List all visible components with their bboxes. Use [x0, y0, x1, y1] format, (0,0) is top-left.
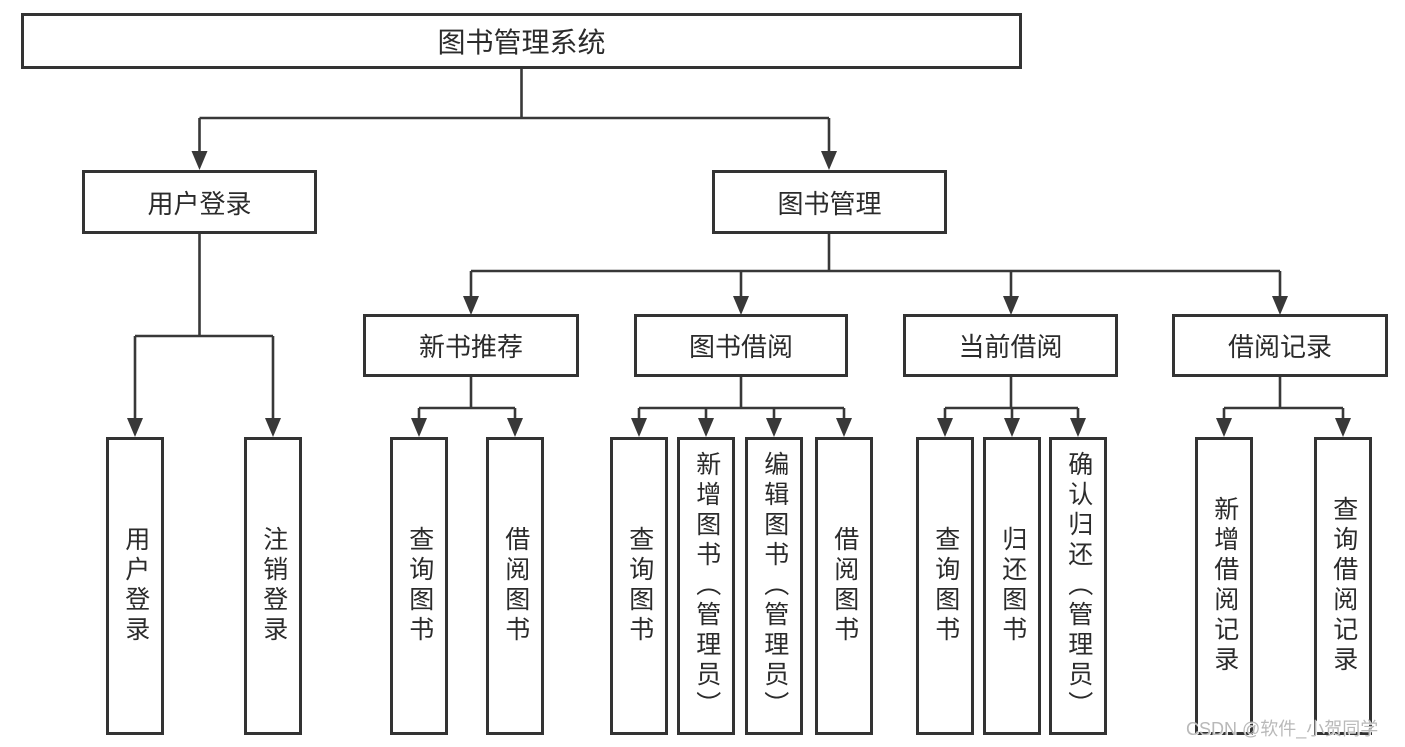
leaf-add-books-admin: 新增图书（管理员）: [677, 437, 735, 735]
leaf-user-login: 用户登录: [106, 437, 164, 735]
leaf-return-books-label: 归还图书: [998, 526, 1027, 646]
leaf-recommend-query-books-label: 查询图书: [405, 526, 434, 646]
node-root-label: 图书管理系统: [437, 27, 606, 58]
node-new-book-recommend: 新书推荐: [363, 314, 579, 377]
leaf-add-books-admin-label: 新增图书（管理员）: [692, 451, 721, 721]
node-book-borrowing: 图书借阅: [634, 314, 848, 377]
leaf-borrowing-query-books: 查询图书: [610, 437, 668, 735]
node-current-borrowing-label: 当前借阅: [958, 332, 1063, 362]
csdn-watermark: CSDN @软件_小贺同学: [1186, 719, 1379, 739]
leaf-recommend-query-books: 查询图书: [390, 437, 448, 735]
leaf-logout-label: 注销登录: [259, 526, 288, 646]
node-borrowing-records: 借阅记录: [1172, 314, 1388, 377]
node-book-management: 图书管理: [712, 170, 947, 234]
leaf-confirm-return-admin-label: 确认归还（管理员）: [1064, 451, 1093, 721]
node-new-book-recommend-label: 新书推荐: [418, 332, 523, 362]
leaf-add-borrow-record-label: 新增借阅记录: [1210, 496, 1239, 676]
leaf-current-query-books-label: 查询图书: [931, 526, 960, 646]
leaf-user-login-label: 用户登录: [121, 526, 150, 646]
leaf-logout: 注销登录: [244, 437, 302, 735]
leaf-recommend-borrow-books: 借阅图书: [486, 437, 544, 735]
node-book-management-label: 图书管理: [777, 188, 882, 219]
leaf-add-borrow-record: 新增借阅记录: [1195, 437, 1253, 735]
node-current-borrowing: 当前借阅: [903, 314, 1118, 377]
node-user-login-label: 用户登录: [147, 188, 252, 219]
leaf-query-borrow-record: 查询借阅记录: [1314, 437, 1372, 735]
leaf-borrowing-borrow-books-label: 借阅图书: [830, 526, 859, 646]
node-root-library-system: 图书管理系统: [21, 13, 1022, 69]
node-borrowing-records-label: 借阅记录: [1227, 332, 1332, 362]
leaf-confirm-return-admin: 确认归还（管理员）: [1049, 437, 1107, 735]
node-book-borrowing-label: 图书借阅: [688, 332, 793, 362]
leaf-recommend-borrow-books-label: 借阅图书: [501, 526, 530, 646]
leaf-edit-books-admin-label: 编辑图书（管理员）: [760, 451, 789, 721]
leaf-borrowing-borrow-books: 借阅图书: [815, 437, 873, 735]
node-user-login: 用户登录: [82, 170, 317, 234]
leaf-return-books: 归还图书: [983, 437, 1041, 735]
leaf-edit-books-admin: 编辑图书（管理员）: [745, 437, 803, 735]
leaf-current-query-books: 查询图书: [916, 437, 974, 735]
leaf-borrowing-query-books-label: 查询图书: [625, 526, 654, 646]
leaf-query-borrow-record-label: 查询借阅记录: [1329, 496, 1358, 676]
